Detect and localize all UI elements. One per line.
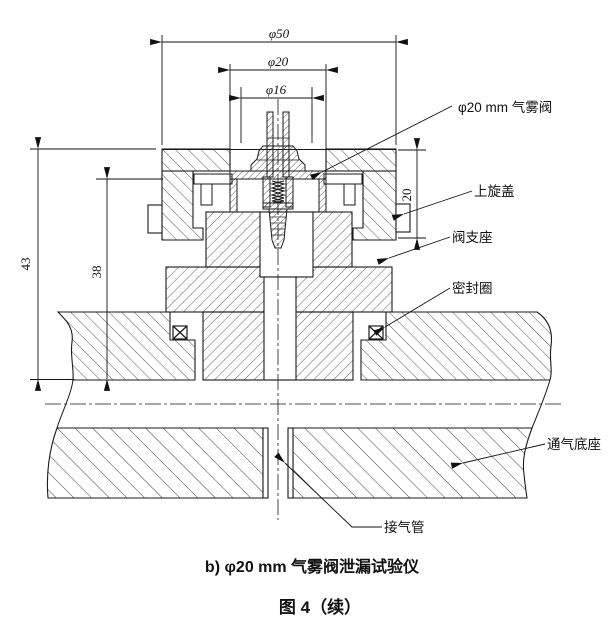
cap-wall-right — [352, 170, 397, 241]
label-pipe: 接气管 — [384, 519, 425, 535]
leader-base — [450, 443, 546, 469]
gas-pipe-right-wall — [287, 427, 294, 499]
label-seat: 阀支座 — [452, 230, 493, 245]
dimension-lines — [30, 35, 426, 391]
leader-seat — [376, 236, 451, 265]
seat-cavity — [259, 211, 314, 278]
dim-38-text: 38 — [89, 266, 104, 279]
stem-wall-left — [266, 111, 274, 178]
label-base: 通气底座 — [547, 437, 601, 452]
sub-caption: b) φ20 mm 气雾阀泄漏试验仪 — [205, 557, 420, 576]
cap-grip-right — [395, 203, 411, 233]
leader-valve — [309, 105, 453, 181]
dim-43-text: 43 — [18, 258, 33, 271]
cap-grip-left — [147, 204, 163, 234]
dim-phi20-text: φ20 — [268, 54, 289, 69]
dim-phi16-text: φ16 — [266, 82, 287, 97]
label-seal: 密封圈 — [452, 280, 493, 296]
label-valve: φ20 mm 气雾阀 — [458, 100, 552, 115]
cup-skirt-left — [229, 178, 238, 213]
upper-cap-section — [147, 148, 411, 241]
collar-skirt-left — [200, 183, 213, 206]
vent-base-right-part — [292, 427, 533, 499]
gas-pipe — [262, 427, 294, 499]
seal-ring-left-x2 — [172, 325, 188, 340]
vent-base-left-part — [46, 427, 264, 499]
leader-lines — [274, 105, 546, 528]
leader-pipe — [274, 452, 382, 528]
collar-left — [193, 173, 233, 185]
figure-label: 图 4（续） — [279, 597, 361, 617]
dim-20-text: 20 — [399, 189, 414, 202]
dim-phi50-text: φ50 — [269, 26, 290, 41]
cap-wall-left — [161, 170, 204, 241]
collar-skirt-right — [343, 183, 356, 206]
leader-cap — [391, 190, 473, 221]
cap-top-left — [161, 148, 231, 172]
label-cap: 上旋盖 — [474, 184, 515, 199]
body-slab-section — [56, 311, 553, 429]
slab-right — [360, 311, 553, 381]
cup-skirt-right — [318, 178, 327, 213]
centerlines — [45, 99, 563, 520]
vent-base-section — [46, 427, 533, 499]
gas-pipe-left-wall — [262, 427, 269, 499]
slab-left — [56, 311, 196, 381]
center-bore — [263, 276, 297, 381]
leader-seal — [373, 287, 451, 336]
break-curve-right — [531, 379, 551, 429]
collar-right — [323, 173, 363, 185]
stem-wall-right — [282, 111, 290, 178]
